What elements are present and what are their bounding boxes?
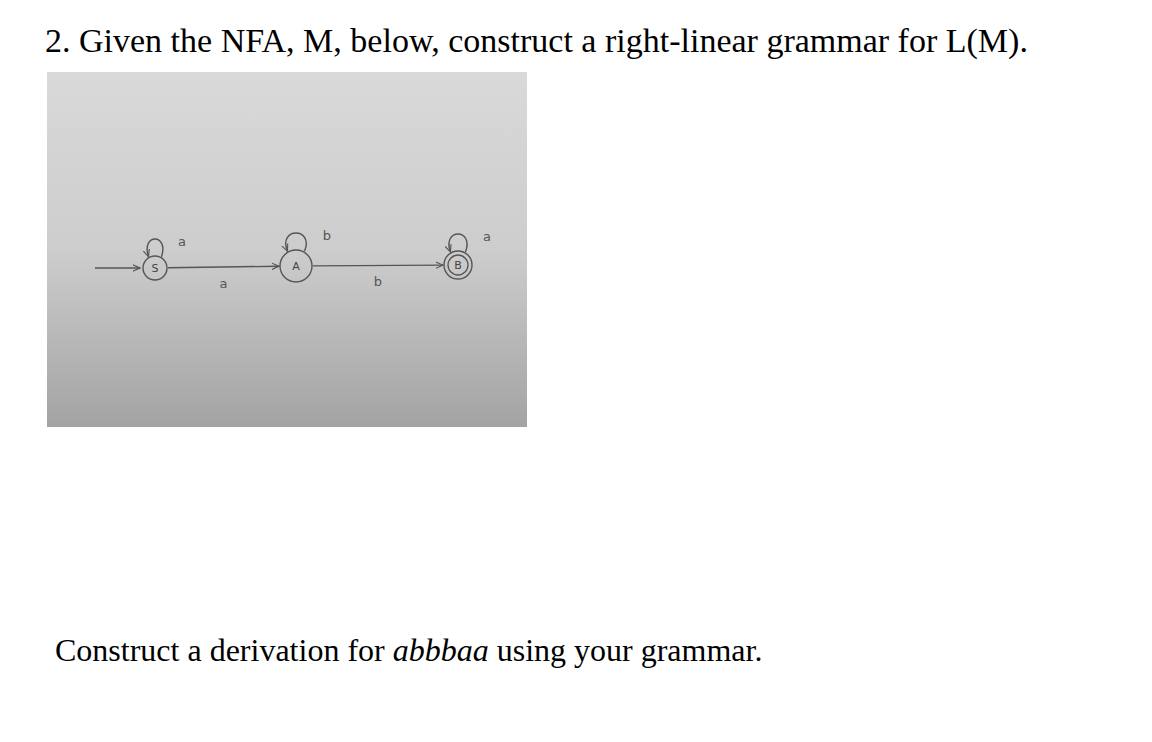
state-name: S — [152, 262, 159, 275]
self-loop — [449, 234, 467, 252]
question-text-part: using your grammar. — [497, 632, 763, 668]
self-loop — [147, 239, 163, 257]
state-circle: S — [142, 255, 168, 281]
transition-label: b — [374, 274, 382, 289]
question-title: 2. Given the NFA, M, below, construct a … — [45, 22, 1028, 60]
question-text-part: Construct a derivation for — [55, 632, 385, 668]
state-circle: A — [279, 249, 313, 283]
transition-arrow — [168, 266, 279, 268]
transition-label: a — [483, 229, 491, 244]
transition-label: b — [323, 228, 331, 243]
self-loop — [286, 233, 307, 251]
question-text: Construct a derivation forabbbaausing yo… — [55, 632, 770, 669]
example-string: abbbaa — [393, 632, 489, 668]
transition-label: a — [220, 276, 228, 291]
state-name: A — [292, 260, 300, 273]
accept-state: B — [443, 250, 473, 280]
state-name: B — [454, 259, 462, 272]
transition-label: a — [178, 234, 186, 249]
start-arrow — [95, 267, 140, 268]
transition-arrow — [313, 264, 443, 266]
